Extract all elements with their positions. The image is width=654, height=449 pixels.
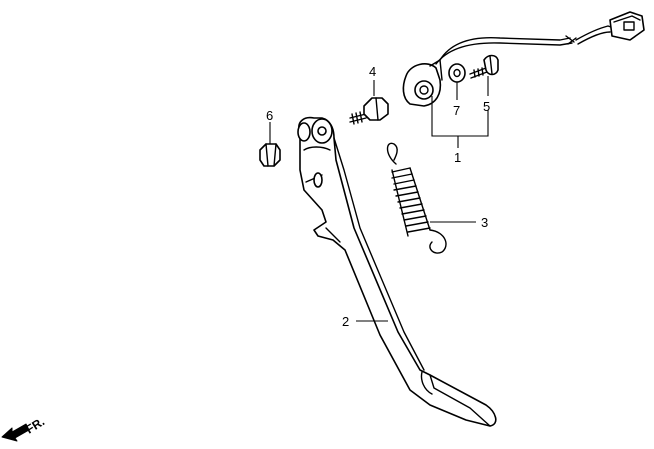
- front-direction-arrow-icon: [1, 423, 30, 442]
- side-stand-switch: [402, 25, 615, 107]
- callout-3: 3: [481, 215, 488, 230]
- front-direction-label: FR.: [23, 414, 47, 436]
- stand-spring: [386, 142, 447, 254]
- leader-1: [431, 96, 489, 148]
- side-stand: [297, 116, 497, 427]
- switch-bolt: [469, 54, 499, 79]
- callout-4: 4: [369, 64, 376, 79]
- callout-1: 1: [454, 150, 461, 165]
- callout-7: 7: [453, 103, 460, 118]
- callout-6: 6: [266, 108, 273, 123]
- pivot-bolt: [349, 97, 389, 125]
- leader-lines: [269, 76, 489, 322]
- wire-connector-icon: [609, 11, 645, 41]
- washer: [448, 63, 466, 83]
- stand-nut: [259, 143, 281, 167]
- callout-2: 2: [342, 314, 349, 329]
- callout-5: 5: [483, 99, 490, 114]
